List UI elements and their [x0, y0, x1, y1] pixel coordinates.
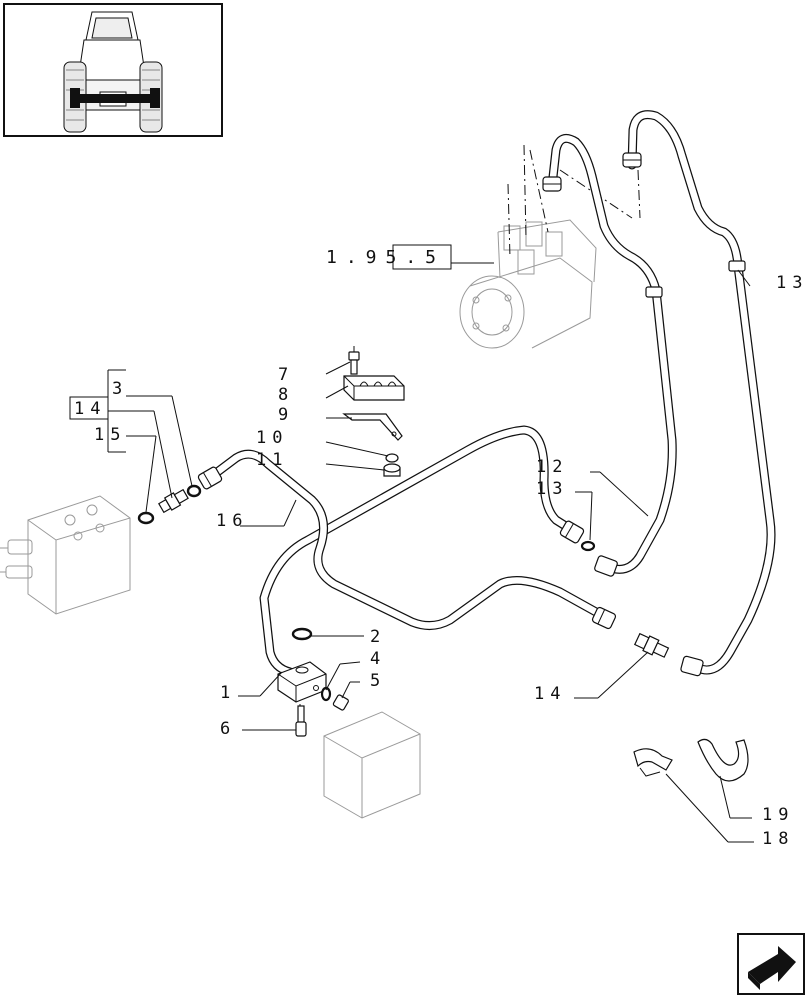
- callout-8: 8: [278, 385, 294, 405]
- valve-box-ghost: [323, 711, 421, 819]
- seal-3-right[interactable]: [580, 540, 596, 552]
- callout-13-top: 13: [776, 273, 808, 293]
- callout-bracket-15: [69, 369, 126, 453]
- seal-2[interactable]: [291, 627, 313, 641]
- pipe-fittings: [197, 152, 746, 677]
- callout-18: 18: [762, 829, 794, 849]
- seal-4[interactable]: [320, 686, 332, 702]
- callout-9: 9: [278, 405, 294, 425]
- plug-5[interactable]: [332, 694, 349, 711]
- screw-7[interactable]: [348, 351, 360, 375]
- callout-1: 1: [220, 683, 236, 703]
- callout-15: 14: [74, 399, 106, 419]
- callout-5: 5: [370, 671, 386, 691]
- callout-7: 7: [278, 365, 294, 385]
- reference-box[interactable]: 1.95.5: [326, 244, 494, 270]
- pipe-13[interactable]: [627, 110, 776, 675]
- steering-unit-ghost: [459, 219, 597, 349]
- callout-3-left: 3: [112, 379, 128, 399]
- callout-2: 2: [370, 627, 386, 647]
- clamp-block-8[interactable]: [343, 375, 405, 401]
- clip-18[interactable]: [633, 748, 673, 777]
- callout-14-final: 14: [534, 684, 567, 704]
- callout-6: 6: [220, 719, 236, 739]
- pipe-17[interactable]: [207, 449, 601, 630]
- callout-12: 12: [536, 457, 568, 477]
- seal-16[interactable]: [137, 511, 155, 525]
- callout-10: 10: [256, 428, 288, 448]
- hydraulic-block-ghost: [0, 495, 131, 615]
- callout-13: 13: [536, 479, 568, 499]
- next-page-arrow-icon[interactable]: [737, 933, 805, 995]
- clip-19[interactable]: [697, 738, 749, 782]
- adapter-14[interactable]: [633, 632, 670, 660]
- screw-6[interactable]: [295, 705, 307, 737]
- seal-3-left[interactable]: [186, 484, 202, 498]
- callout-17: 16: [216, 511, 248, 531]
- reference-label: 1.95.5: [326, 247, 445, 268]
- callout-16: 15: [94, 425, 126, 445]
- washer-10[interactable]: [385, 453, 399, 463]
- callout-4: 4: [370, 649, 386, 669]
- callout-11: 11: [256, 450, 288, 470]
- nut-11[interactable]: [383, 463, 401, 477]
- pipe-12[interactable]: [547, 133, 677, 574]
- pipe-1[interactable]: [259, 425, 577, 677]
- leader-lines: [108, 269, 754, 843]
- callout-19: 19: [762, 805, 794, 825]
- plate-9[interactable]: [342, 413, 403, 441]
- alignment-lines: [299, 144, 641, 720]
- tractor-front-icon[interactable]: [3, 3, 223, 137]
- adapter-15[interactable]: [158, 488, 189, 514]
- callout-labels: 13 7 8 9 10 11 3 14 15 16 12 13 2 4 5 1 …: [74, 273, 808, 849]
